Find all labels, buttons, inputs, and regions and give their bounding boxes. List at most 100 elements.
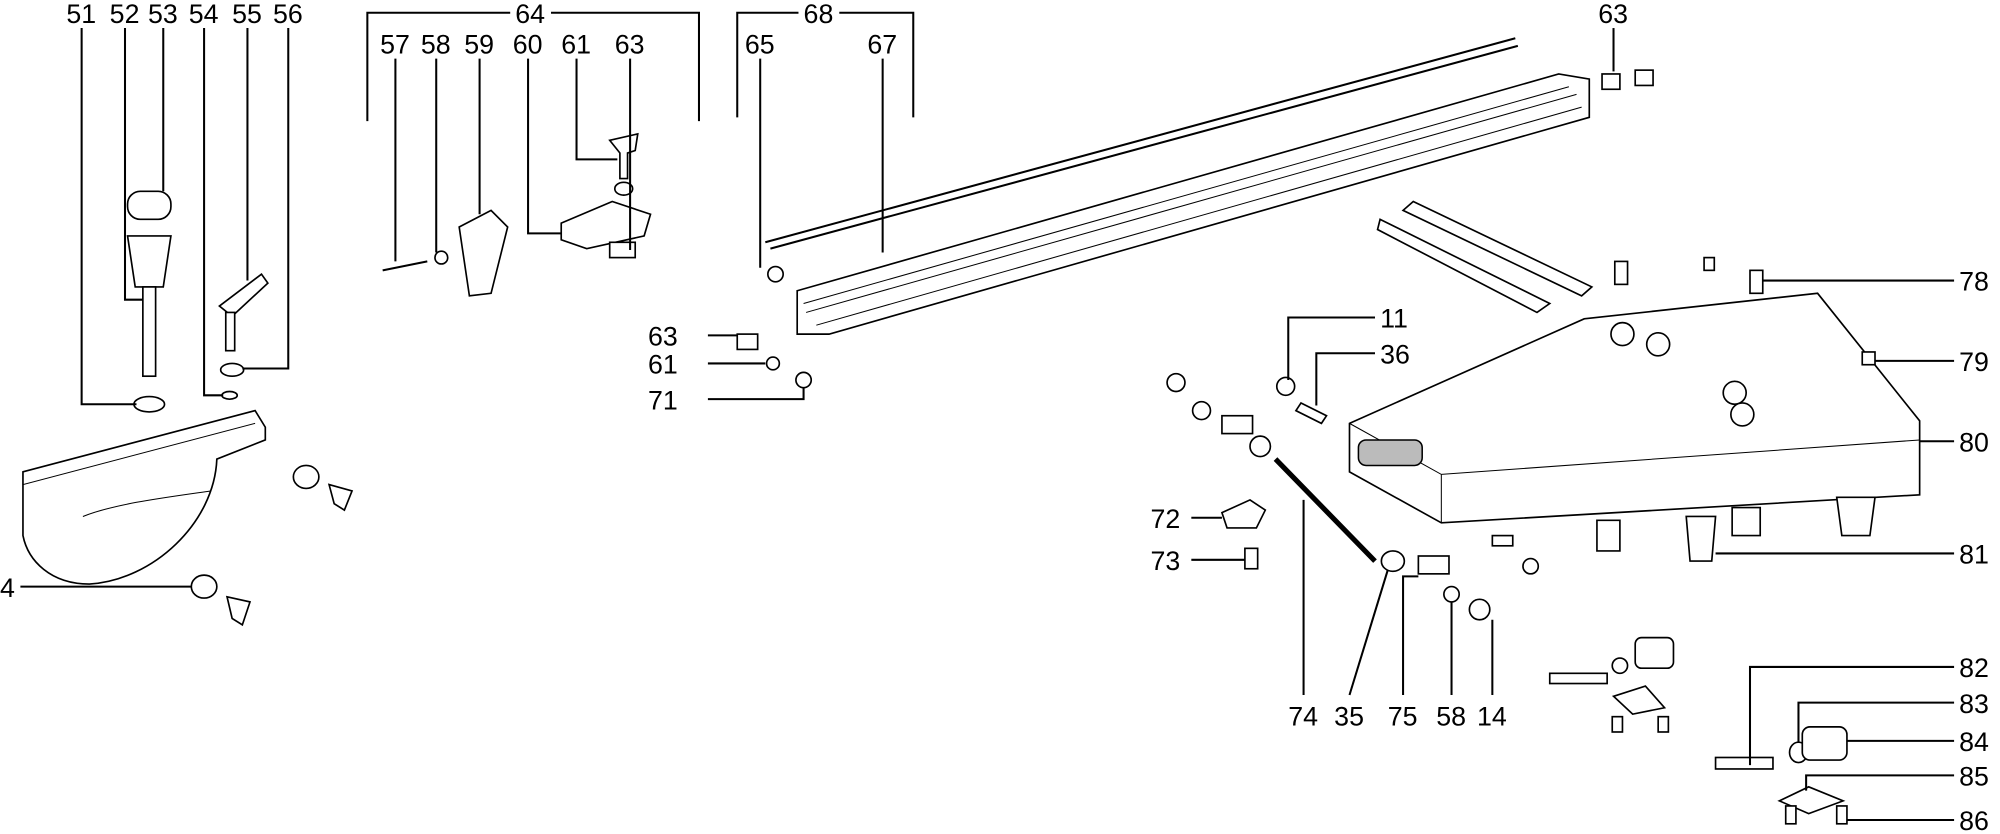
screw-86b bbox=[1835, 805, 1848, 825]
label-58: 58 bbox=[421, 30, 451, 60]
screw-71 bbox=[795, 371, 813, 389]
label-83: 83 bbox=[1959, 689, 1989, 719]
fence-groove bbox=[803, 86, 1582, 326]
washer-61 bbox=[765, 356, 781, 371]
washer-4 bbox=[190, 574, 218, 599]
thumb-screw-61 bbox=[608, 132, 639, 180]
label-80: 80 bbox=[1959, 427, 1989, 457]
fence-scale-strip-edge bbox=[770, 44, 1519, 250]
washer-35 bbox=[1380, 550, 1406, 573]
washer bbox=[1191, 400, 1212, 421]
label-54: 54 bbox=[189, 0, 219, 29]
block bbox=[1221, 414, 1254, 435]
bolt-36 bbox=[1294, 401, 1328, 425]
wing-knob-4 bbox=[225, 595, 252, 627]
foot bbox=[1835, 496, 1876, 537]
fence-extrusion-67 bbox=[796, 73, 1591, 335]
screw-73 bbox=[1244, 547, 1259, 570]
table-slot bbox=[1357, 439, 1423, 467]
bushing-84 bbox=[1801, 726, 1848, 761]
nut-14 bbox=[1468, 598, 1491, 621]
stop-assembly-parts bbox=[382, 132, 652, 297]
label-14: 14 bbox=[1477, 702, 1507, 732]
label-63: 63 bbox=[615, 30, 645, 60]
screw-65 bbox=[767, 265, 784, 283]
label-81: 81 bbox=[1959, 540, 1989, 570]
label-57: 57 bbox=[380, 30, 410, 60]
label-53: 53 bbox=[148, 0, 178, 29]
label-86: 86 bbox=[1959, 806, 1989, 834]
knob-cap bbox=[126, 190, 172, 221]
label-63-left: 63 bbox=[648, 322, 678, 352]
pin-57 bbox=[382, 260, 428, 272]
label-68: 68 bbox=[804, 0, 834, 29]
screw-top bbox=[1613, 260, 1629, 286]
ring-58 bbox=[434, 250, 449, 265]
screw-86 bbox=[1784, 805, 1797, 825]
setscrew bbox=[1703, 256, 1716, 272]
washer-54 bbox=[221, 390, 239, 400]
stop-bracket-60 bbox=[560, 200, 652, 250]
nut bbox=[1522, 557, 1540, 575]
label-63-top: 63 bbox=[1598, 0, 1628, 29]
bushing bbox=[1634, 636, 1675, 670]
label-58-bottom: 58 bbox=[1436, 702, 1466, 732]
washer bbox=[292, 464, 320, 490]
label-56: 56 bbox=[273, 0, 303, 29]
table-top-80 bbox=[1348, 292, 1921, 524]
slide-nut-63-left bbox=[736, 333, 759, 351]
label-61-left: 61 bbox=[648, 350, 678, 380]
table-hole bbox=[1722, 380, 1748, 406]
slide-nut-63-top bbox=[1601, 73, 1621, 91]
label-36: 36 bbox=[1380, 339, 1410, 369]
label-11: 11 bbox=[1380, 304, 1408, 334]
foot-81 bbox=[1685, 515, 1717, 562]
slide-nut-63 bbox=[608, 241, 637, 259]
plate bbox=[1611, 685, 1667, 716]
washer-51 bbox=[133, 395, 166, 413]
label-71: 71 bbox=[648, 385, 678, 415]
label-51: 51 bbox=[66, 0, 96, 29]
mitre-gauge-scale bbox=[82, 490, 211, 517]
label-82: 82 bbox=[1959, 653, 1989, 683]
scale-rule bbox=[1401, 200, 1594, 297]
label-78: 78 bbox=[1959, 267, 1989, 297]
nut-61 bbox=[613, 181, 634, 196]
label-75: 75 bbox=[1388, 702, 1418, 732]
table-hole bbox=[1730, 402, 1755, 427]
screw bbox=[1611, 715, 1624, 733]
scale-rule-2 bbox=[1376, 218, 1552, 314]
label-74: 74 bbox=[1288, 702, 1318, 732]
label-35: 35 bbox=[1334, 702, 1364, 732]
screw bbox=[1657, 715, 1670, 733]
label-67: 67 bbox=[867, 30, 897, 60]
lever-screw bbox=[224, 311, 236, 352]
label-60: 60 bbox=[513, 30, 543, 60]
label-72: 72 bbox=[1151, 504, 1181, 534]
block-75 bbox=[1417, 555, 1450, 575]
nut bbox=[1166, 372, 1186, 393]
foot-nut-2 bbox=[1731, 506, 1762, 537]
label-65: 65 bbox=[745, 30, 775, 60]
washer-58 bbox=[1443, 585, 1461, 603]
mitre-gauge-fence-face bbox=[22, 422, 256, 486]
label-64: 64 bbox=[515, 0, 545, 29]
wing-knob bbox=[327, 483, 354, 512]
label-55: 55 bbox=[232, 0, 262, 29]
label-4: 4 bbox=[0, 573, 15, 603]
nut-11 bbox=[1275, 376, 1296, 397]
threaded-rod-74 bbox=[1273, 457, 1377, 563]
slide-nut-top-2 bbox=[1634, 69, 1654, 87]
mitre-gauge-body bbox=[22, 409, 267, 585]
table-hole bbox=[1610, 321, 1635, 347]
foot-nut bbox=[1596, 519, 1621, 552]
stop-arm-59 bbox=[458, 209, 509, 297]
lever-55 bbox=[218, 272, 269, 318]
mitre-gauge-parts bbox=[22, 190, 354, 627]
table-hole bbox=[1645, 332, 1671, 357]
label-84: 84 bbox=[1959, 727, 1989, 757]
bolt bbox=[1491, 534, 1514, 547]
clamp-rod bbox=[142, 286, 157, 378]
clamp-72 bbox=[1220, 498, 1267, 529]
